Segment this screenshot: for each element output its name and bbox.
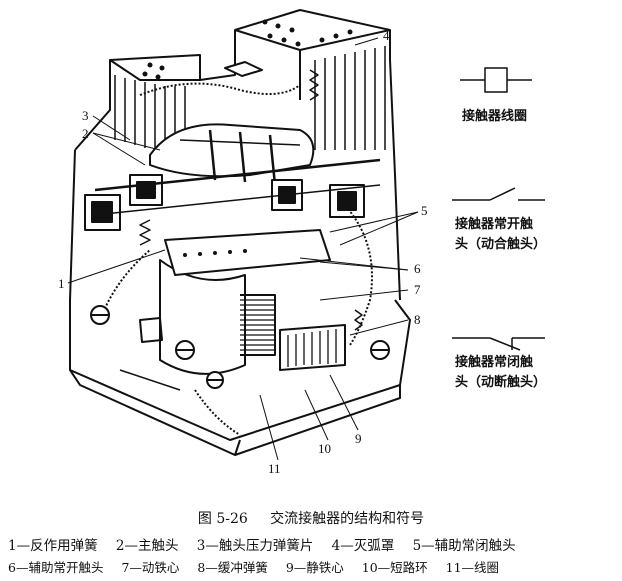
legend-item: 6—辅助常开触头 bbox=[8, 560, 104, 575]
legend-item: 9—静铁心 bbox=[285, 560, 344, 575]
figure-title: 交流接触器的结构和符号 bbox=[270, 511, 425, 527]
legend-item: 10—短路环 bbox=[361, 560, 428, 575]
symbol-nc-contact-label-1: 接触器常闭触 bbox=[455, 354, 533, 370]
legend-row-2: 6—辅助常开触头 7—动铁心 8—缓冲弹簧 9—静铁心 10—短路环 11—线圈 bbox=[8, 557, 618, 576]
legend-item: 5—辅助常闭触头 bbox=[412, 538, 516, 554]
legend-item: 7—动铁心 bbox=[121, 560, 180, 575]
callout-11: 11 bbox=[268, 461, 281, 476]
callout-8: 8 bbox=[414, 312, 421, 327]
callout-3: 3 bbox=[82, 108, 89, 123]
callout-2: 2 bbox=[82, 126, 89, 141]
legend-item: 2—主触头 bbox=[115, 538, 179, 554]
symbol-no-contact-label-1: 接触器常开触 bbox=[455, 216, 533, 232]
callout-6: 6 bbox=[414, 261, 421, 276]
callout-numbers: 1 2 3 4 5 6 7 8 9 10 11 bbox=[58, 28, 428, 476]
callout-10: 10 bbox=[318, 441, 331, 456]
figure-number: 图 5-26 bbox=[197, 511, 248, 527]
callout-9: 9 bbox=[355, 431, 362, 446]
contactor-drawing bbox=[69, 9, 411, 456]
symbol-coil-label: 接触器线圈 bbox=[462, 108, 527, 124]
callout-4: 4 bbox=[383, 28, 390, 43]
callout-1: 1 bbox=[58, 276, 65, 291]
legend-item: 3—触头压力弹簧片 bbox=[196, 538, 314, 554]
legend-item: 11—线圈 bbox=[445, 560, 500, 575]
legend-item: 1—反作用弹簧 bbox=[8, 538, 98, 554]
legend-item: 4—灭弧罩 bbox=[331, 538, 395, 554]
symbol-coil bbox=[460, 67, 532, 93]
legend-row-1: 1—反作用弹簧 2—主触头 3—触头压力弹簧片 4—灭弧罩 5—辅助常闭触头 bbox=[8, 534, 618, 554]
callout-5: 5 bbox=[421, 203, 428, 218]
leader-lines bbox=[67, 37, 419, 461]
legend-item: 8—缓冲弹簧 bbox=[197, 560, 268, 575]
figure-caption: 图 5-26 交流接触器的结构和符号 bbox=[0, 508, 622, 528]
callout-7: 7 bbox=[414, 282, 421, 297]
symbol-nc-contact-label-2: 头（动断触头） bbox=[455, 374, 546, 390]
symbol-nc-contact bbox=[452, 337, 545, 351]
symbol-no-contact-label-2: 头（动合触头） bbox=[455, 236, 546, 252]
symbol-no-contact bbox=[452, 187, 545, 201]
